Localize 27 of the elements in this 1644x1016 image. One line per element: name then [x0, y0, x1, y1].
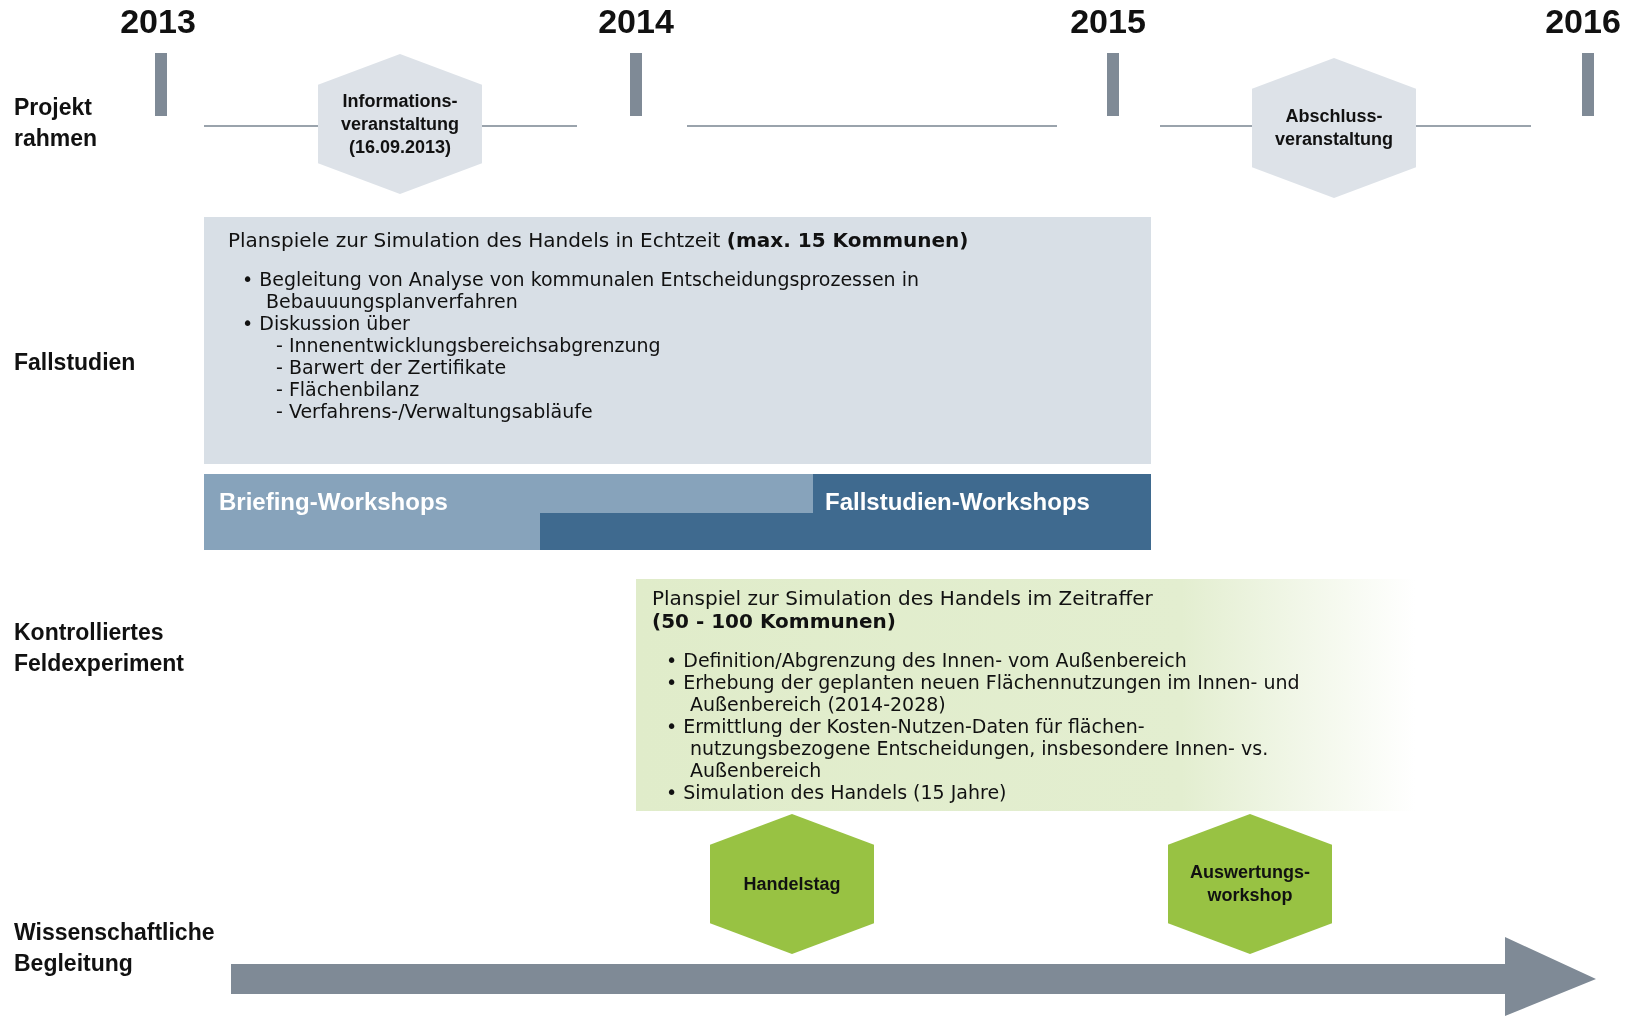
- year-label: 2013: [120, 2, 196, 41]
- year-label: 2016: [1545, 2, 1621, 41]
- bar-label: Briefing-Workshops: [219, 488, 448, 516]
- sub-item: - Innenentwicklungsbereichsabgrenzung: [275, 334, 662, 356]
- year-label: 2015: [1070, 2, 1146, 41]
- bar-label: Fallstudien-Workshops: [825, 488, 1090, 516]
- bullet-item: • Begleitung von Analyse von kommunalen Entscheidungsprozessen in Bebauuungsplanverfahren: [242, 268, 920, 312]
- sub-item: - Barwert der Zertifikate: [275, 356, 508, 378]
- panel-heading: Planspiel zur Simulation des Handels im Zeitraffer (50 - 100 Kommunen): [652, 587, 1154, 633]
- hexagon-label: Informations-veranstaltung (16.09.2013): [340, 89, 460, 159]
- bullet-item: • Definition/Abgrenzung des Innen- vom Außenbereich: [666, 649, 1188, 671]
- row-label: Kontrolliertes Feldexperiment: [14, 618, 185, 678]
- bullet-item: • Diskussion über: [242, 312, 411, 334]
- panel-heading: Planspiele zur Simulation des Handels in Echtzeit (max. 15 Kommunen): [228, 229, 970, 252]
- bullet-item: • Erhebung der geplanten neuen Flächennutzungen im Innen- und Außenbereich (2014-2028): [666, 671, 1301, 715]
- hexagon-label: Abschluss-veranstaltung: [1274, 105, 1394, 151]
- year-label: 2014: [598, 2, 674, 41]
- bullet-item: • Simulation des Handels (15 Jahre): [666, 781, 1008, 803]
- row-label: Wissenschaftliche Begleitung: [14, 918, 216, 978]
- sub-item: - Flächenbilanz: [275, 378, 421, 400]
- row-label: Fallstudien: [14, 348, 137, 377]
- content-panel: [204, 217, 1151, 464]
- row-label: Projekt rahmen: [14, 93, 99, 153]
- bullet-item: • Ermittlung der Kosten-Nutzen-Daten für flächen-nutzungsbezogene Entscheidungen, insbesondere Innen- vs. Außenbereich: [666, 715, 1270, 781]
- hexagon-label: Handelstag: [742, 872, 842, 896]
- sub-item: - Verfahrens-/Verwaltungsabläufe: [275, 400, 594, 422]
- hexagon-label: Auswertungs-workshop: [1190, 861, 1310, 907]
